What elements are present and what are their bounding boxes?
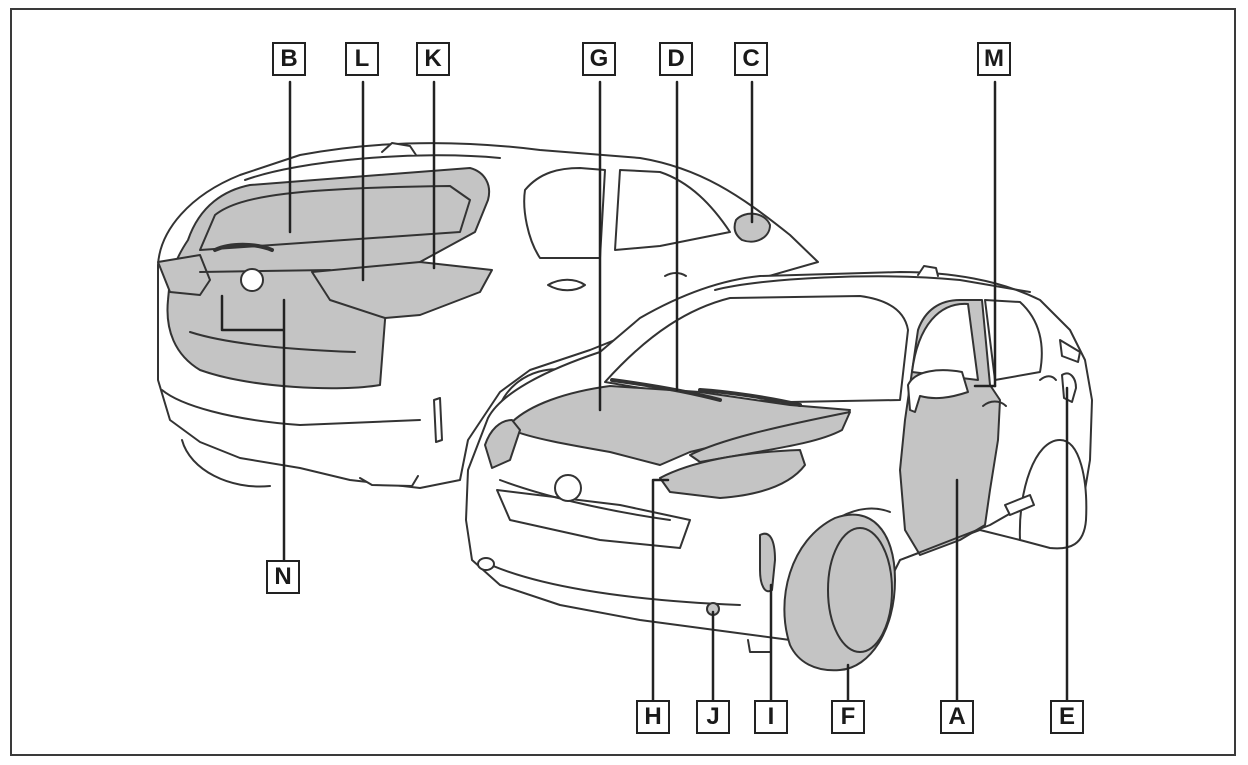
rear-emblem <box>240 268 264 292</box>
license-plate-area <box>222 300 284 330</box>
front-bumper <box>479 559 741 606</box>
fog-light <box>477 557 495 571</box>
headlight-left <box>484 419 521 469</box>
callout-j: J <box>696 700 733 737</box>
callout-f: F <box>831 700 868 737</box>
callout-g: G <box>582 42 619 79</box>
callout-h: H <box>636 700 673 737</box>
hood-panel-right <box>689 411 851 463</box>
rear-bumper <box>161 389 421 426</box>
rear-door-handle <box>547 278 586 292</box>
front-side-mirror <box>907 369 969 413</box>
license-plate-frame <box>189 331 356 353</box>
front-vehicle <box>465 265 1093 672</box>
rear-window <box>199 185 471 251</box>
headlight-right <box>659 449 806 499</box>
front-roof-fin <box>917 265 939 277</box>
rear-roof-fin <box>381 142 417 156</box>
rear-door-handle-front-car <box>1039 375 1057 381</box>
side-sill-accent <box>1004 494 1035 516</box>
rear-spoiler <box>1059 339 1081 363</box>
callout-a: A <box>940 700 977 737</box>
rear-vehicle <box>157 142 819 489</box>
callout-n: N <box>266 560 303 597</box>
rear-side-window-1 <box>523 167 606 259</box>
front-wiper-2 <box>698 388 802 407</box>
rear-side-window-2 <box>614 169 731 251</box>
front-grille <box>496 489 691 549</box>
front-roof <box>714 275 1031 293</box>
callout-i: I <box>754 700 791 737</box>
callout-e: E <box>1050 700 1087 737</box>
callout-b: B <box>272 42 309 79</box>
front-door-handle <box>982 400 1007 407</box>
rear-wheel <box>181 439 271 488</box>
tail-light-right <box>311 261 493 319</box>
callout-m: M <box>977 42 1014 79</box>
callout-c: C <box>734 42 771 79</box>
rear-wheel-front-car <box>1018 439 1088 550</box>
tail-light-left <box>157 254 211 296</box>
rear-wiper <box>213 242 274 252</box>
callout-l: L <box>345 42 382 79</box>
callout-k: K <box>416 42 453 79</box>
windshield <box>604 295 909 403</box>
leader-n <box>220 294 286 562</box>
front-door-window <box>911 302 979 381</box>
rear-reflector <box>433 397 443 443</box>
rear-door-window <box>984 299 1043 381</box>
rear-quarter-light <box>1061 372 1077 403</box>
front-emblem <box>554 474 582 502</box>
front-mudguard <box>747 639 771 653</box>
front-grille-upper <box>499 479 671 521</box>
rear-exhaust <box>359 475 419 487</box>
rear-side-mirror <box>733 212 771 243</box>
front-wiper-1 <box>610 378 722 402</box>
front-side-vent <box>759 532 776 593</box>
leader-lines <box>220 80 1069 702</box>
callout-d: D <box>659 42 696 79</box>
leader-h <box>651 478 670 702</box>
front-wheel-rim <box>827 527 893 653</box>
tailgate-strip <box>199 269 331 273</box>
